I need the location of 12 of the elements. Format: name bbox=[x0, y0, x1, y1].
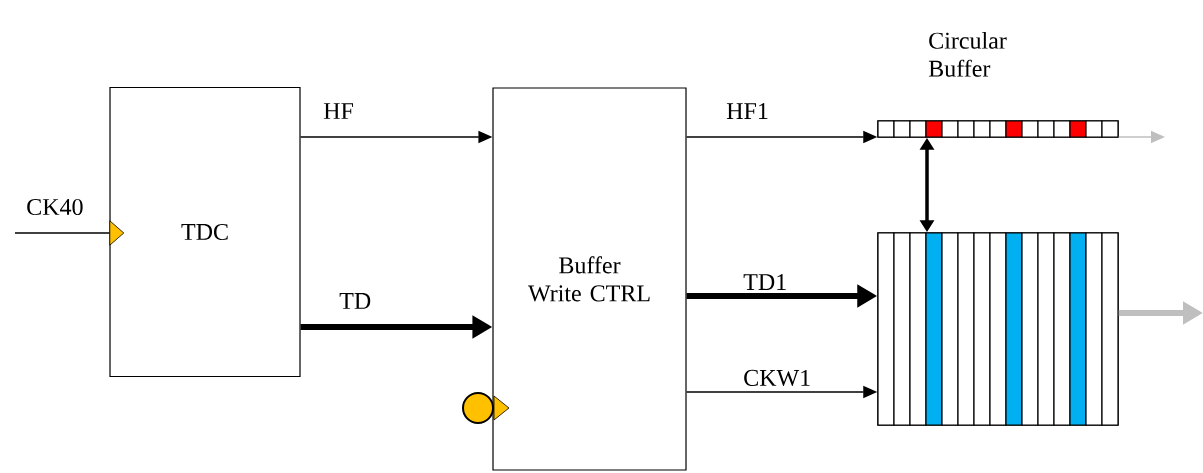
block-box: TDC bbox=[109, 86, 301, 378]
edge-label: CKW1 bbox=[742, 368, 813, 388]
edge-label: CK40 bbox=[25, 197, 85, 217]
block-box: Buffer Write CTRL bbox=[492, 87, 687, 471]
edge-label: HF1 bbox=[725, 102, 770, 120]
edge-label: TD1 bbox=[742, 273, 789, 291]
node-label: Circular Buffer bbox=[928, 31, 1007, 77]
circular-buffer: Circular Buffer bbox=[877, 31, 1119, 138]
edge-label: TD bbox=[338, 292, 373, 310]
edge-label: HF bbox=[322, 102, 355, 120]
memory-block bbox=[877, 232, 1119, 426]
arrow bbox=[14, 220, 125, 246]
